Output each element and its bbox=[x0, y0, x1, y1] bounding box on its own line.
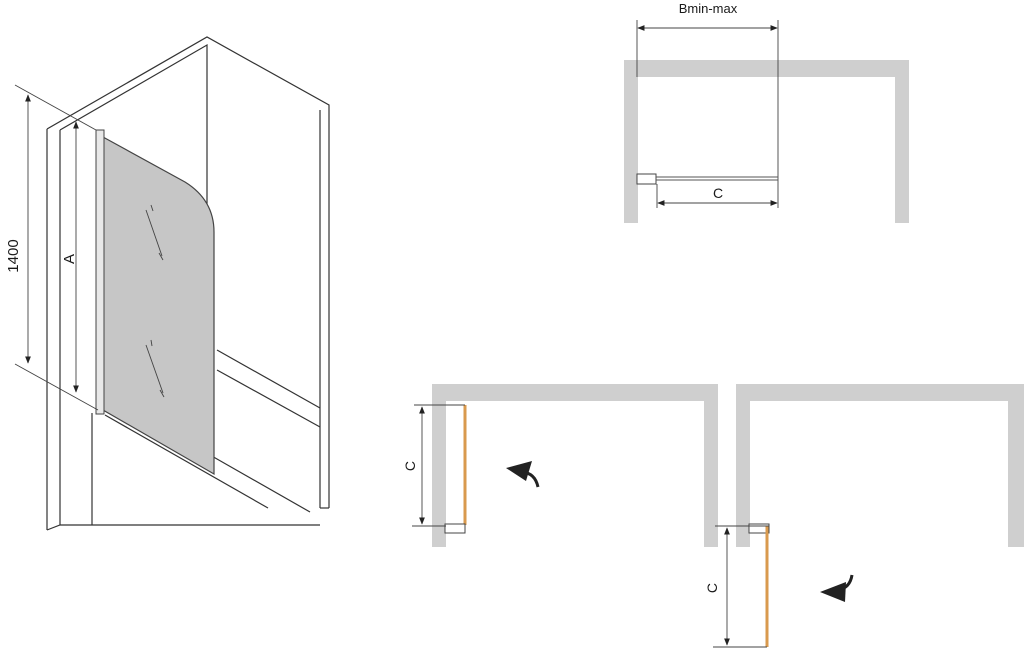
panel-c-label-top: C bbox=[713, 185, 723, 201]
wall-profile bbox=[95, 129, 105, 415]
width-label: Bmin-max bbox=[679, 1, 738, 16]
glass-panel bbox=[102, 135, 215, 476]
plan-view-right bbox=[713, 384, 1024, 648]
plan-view-left bbox=[412, 384, 718, 547]
panel-a-label: A bbox=[61, 254, 78, 264]
plan-view-top bbox=[624, 20, 909, 223]
panel-c-label-right: C bbox=[704, 583, 720, 593]
panel-c-label-left: C bbox=[402, 461, 418, 471]
height-label: 1400 bbox=[5, 239, 22, 272]
isometric-view bbox=[14, 36, 330, 531]
